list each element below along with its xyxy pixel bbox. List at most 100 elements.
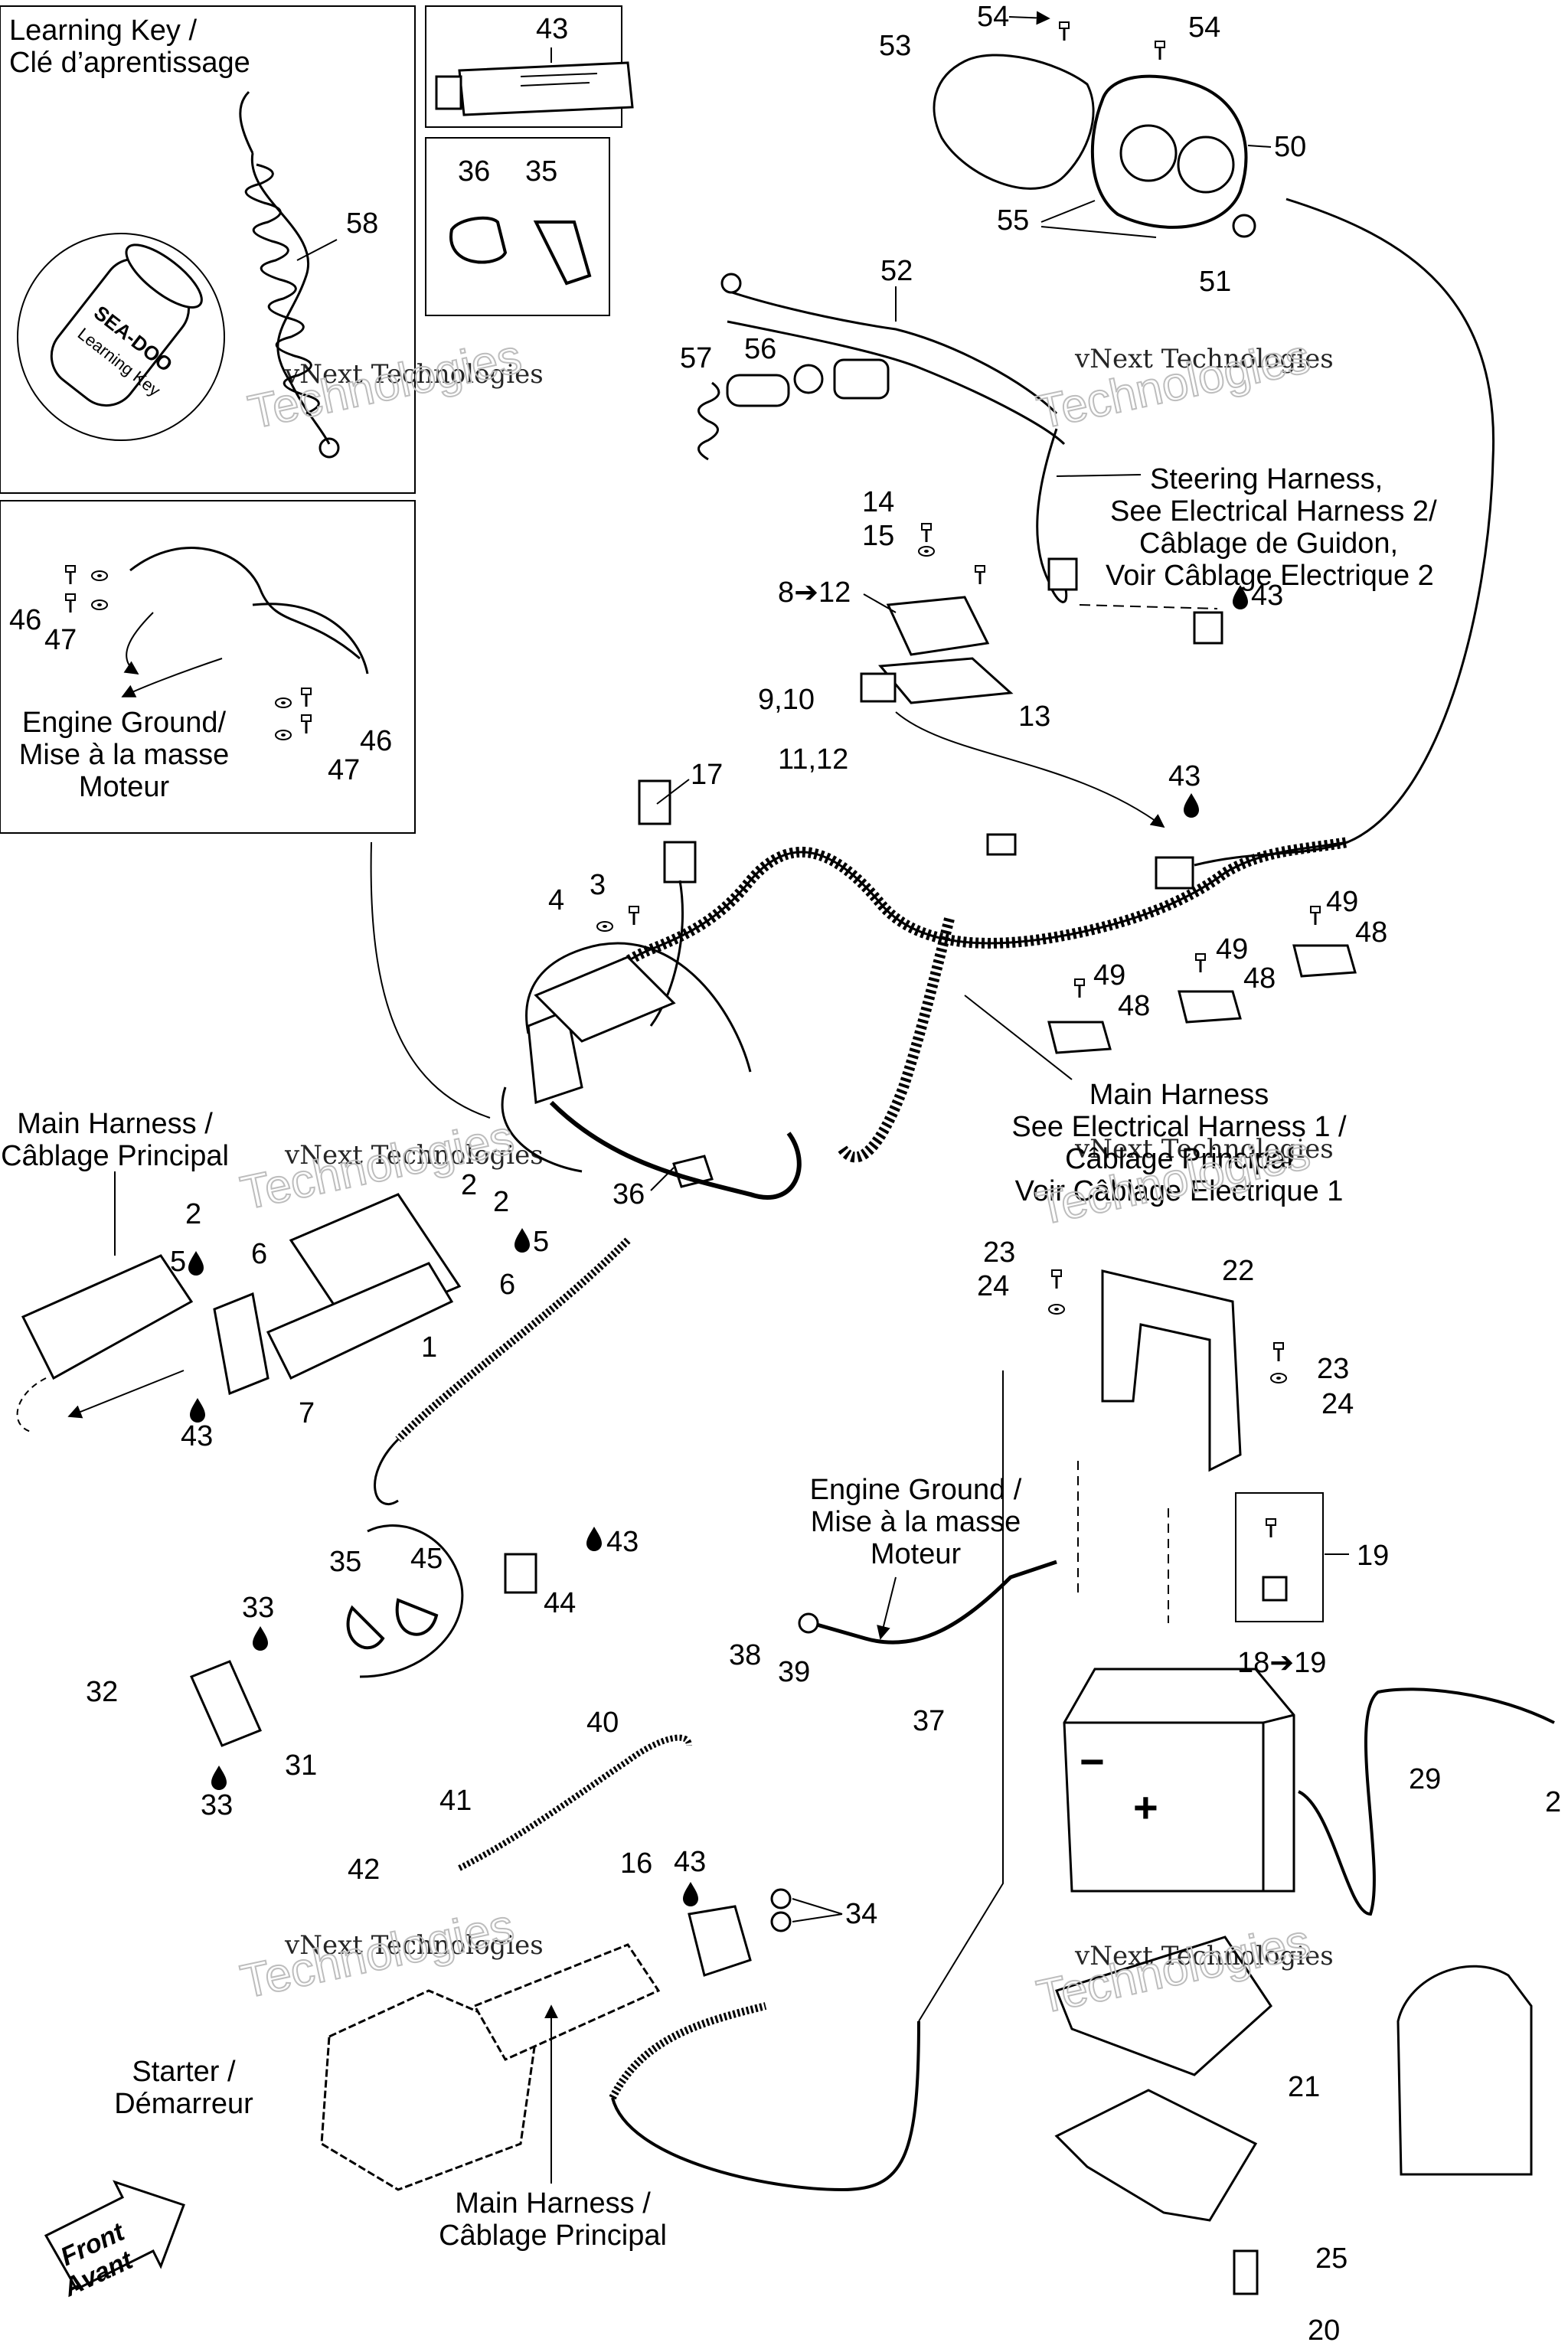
part-38: 38 xyxy=(729,1639,761,1671)
gauge-cluster: 53 54 54 50 55 51 xyxy=(879,1,1495,867)
part-24-a: 24 xyxy=(977,1270,1009,1302)
grease-tube-inset: 43 xyxy=(425,5,634,128)
part-13: 13 xyxy=(1018,701,1050,733)
part-48-a: 48 xyxy=(1118,990,1150,1022)
main-harness-right-label-1: Main Harness xyxy=(1089,1079,1269,1111)
clip-36-icon xyxy=(449,216,508,264)
part-40: 40 xyxy=(586,1707,619,1739)
part-6-a: 6 xyxy=(251,1238,267,1270)
learning-key-label-1: Learning Key / xyxy=(9,15,197,47)
main-harness xyxy=(374,779,1349,1505)
lanyard-icon xyxy=(239,90,340,459)
front-arrow-icon: Front Avant xyxy=(44,2180,185,2303)
cable-40 xyxy=(458,1734,692,1871)
battery-minus-icon: − xyxy=(1080,1737,1105,1785)
grease-tube-icon xyxy=(435,61,634,116)
bezel-53-icon xyxy=(933,54,1095,190)
module-8-icon xyxy=(886,596,990,656)
part-57: 57 xyxy=(680,342,712,374)
engine-ground-mid-label-1: Engine Ground / xyxy=(810,1474,1022,1506)
steering-harness-label-2: See Electrical Harness 2/ xyxy=(1110,495,1437,528)
main-harness-left-label-1: Main Harness / xyxy=(17,1108,213,1140)
part-44: 44 xyxy=(544,1587,576,1619)
part-23-a: 23 xyxy=(983,1236,1015,1269)
part-57-icon xyxy=(726,374,790,407)
part-14: 14 xyxy=(862,486,894,518)
nut-51-icon xyxy=(1232,214,1256,238)
part-47-a: 47 xyxy=(44,624,77,656)
part-43-16: 43 xyxy=(674,1846,706,1878)
part-49-c: 49 xyxy=(1326,886,1358,918)
cover-7-icon xyxy=(213,1292,270,1396)
steering-harness-label-3: Câblage de Guidon, xyxy=(1139,528,1398,560)
module-8-12: 14 15 8➔12 9,10 11,12 13 xyxy=(758,486,1165,828)
engine-ground-inset: 46 47 46 47 Engine Ground/ Mise à la mas… xyxy=(0,500,416,834)
part-4: 4 xyxy=(548,884,564,916)
starter-icon xyxy=(320,1989,537,2191)
clips-inset: 36 35 xyxy=(425,137,610,316)
part-3: 3 xyxy=(590,869,606,901)
battery-plus-icon: + xyxy=(1133,1783,1158,1831)
battery-18 xyxy=(1063,1668,1295,1893)
part-46-a: 46 xyxy=(9,604,41,636)
solenoid-16-icon xyxy=(688,1905,752,1977)
part-1: 1 xyxy=(421,1331,437,1364)
learning-key-label-2: Clé d’aprentissage xyxy=(9,47,250,79)
ground-cable-37 xyxy=(811,1560,1057,1645)
starter-label-2: Démarreur xyxy=(114,2088,253,2120)
watermark-ghost-1: Technologies xyxy=(244,330,526,439)
part-58: 58 xyxy=(346,207,378,240)
part-11-12: 11,12 xyxy=(778,743,848,776)
part-49-a: 49 xyxy=(1093,959,1125,991)
part-54-b: 54 xyxy=(1188,11,1220,44)
part-43-tube: 43 xyxy=(536,13,568,45)
plate-13-icon xyxy=(878,657,1014,704)
part-9-10: 9,10 xyxy=(758,684,815,716)
hardware-19-inset xyxy=(1235,1492,1324,1622)
part-54-a: 54 xyxy=(977,1,1009,33)
part-48-c: 48 xyxy=(1355,916,1387,949)
main-harness-right-label-3: Câblage Principal xyxy=(1065,1143,1293,1175)
part-39: 39 xyxy=(778,1656,810,1688)
watermark-3: vNext Technologies xyxy=(284,1140,544,1171)
steering-harness-callout: Steering Harness, See Electrical Harness… xyxy=(1056,463,1437,645)
part-20: 20 xyxy=(1308,2314,1340,2347)
part-7: 7 xyxy=(299,1397,315,1429)
main-harness-bottom-label-1: Main Harness / xyxy=(455,2187,651,2220)
part-36-main: 36 xyxy=(612,1178,645,1210)
part-25: 25 xyxy=(1315,2243,1348,2275)
part-46-b: 46 xyxy=(360,725,392,757)
part-49-b: 49 xyxy=(1216,933,1248,965)
engine-ground-mid-label-2: Mise à la masse xyxy=(811,1506,1021,1538)
part-42: 42 xyxy=(348,1854,380,1886)
battery-cover-icon xyxy=(1396,1965,1533,2176)
part-2-c: 2 xyxy=(493,1186,509,1218)
watermark-1: vNext Technologies xyxy=(284,359,544,390)
part-15: 15 xyxy=(862,520,894,552)
main-harness-right-callout: Main Harness See Electrical Harness 1 / … xyxy=(964,995,1347,1207)
engine-ground-inset-label-3: Moteur xyxy=(79,771,170,803)
clip-35-icon xyxy=(533,220,592,286)
part-37: 37 xyxy=(913,1705,945,1737)
part-24-b: 24 xyxy=(1321,1388,1354,1420)
part-23-b: 23 xyxy=(1317,1353,1349,1385)
part-5-b: 5 xyxy=(533,1226,549,1258)
switch-31-icon xyxy=(189,1660,263,1747)
steering-harness-label-1: Steering Harness, xyxy=(1150,463,1383,495)
engine-ground-inset-label-1: Engine Ground/ xyxy=(22,707,227,739)
main-harness-bottom-label-2: Câblage Principal xyxy=(439,2220,667,2252)
watermark-2: vNext Technologies xyxy=(1074,344,1334,374)
part-17: 17 xyxy=(691,759,723,791)
learning-key-icon: SEA-DOO Learning Key xyxy=(50,243,203,407)
part-35-main: 35 xyxy=(329,1546,361,1578)
part-18-19: 18➔19 xyxy=(1237,1647,1326,1679)
part-35-inset: 35 xyxy=(525,155,557,188)
main-harness-left-label-2: Câblage Principal xyxy=(1,1140,229,1172)
part-50: 50 xyxy=(1274,131,1306,163)
part-33-b: 33 xyxy=(201,1789,233,1821)
part-56: 56 xyxy=(744,333,776,365)
part-5-a: 5 xyxy=(170,1246,186,1278)
steering-harness-label-4: Voir Câblage Electrique 2 xyxy=(1106,560,1434,592)
part-45: 45 xyxy=(410,1543,443,1575)
part-21: 21 xyxy=(1288,2071,1320,2103)
